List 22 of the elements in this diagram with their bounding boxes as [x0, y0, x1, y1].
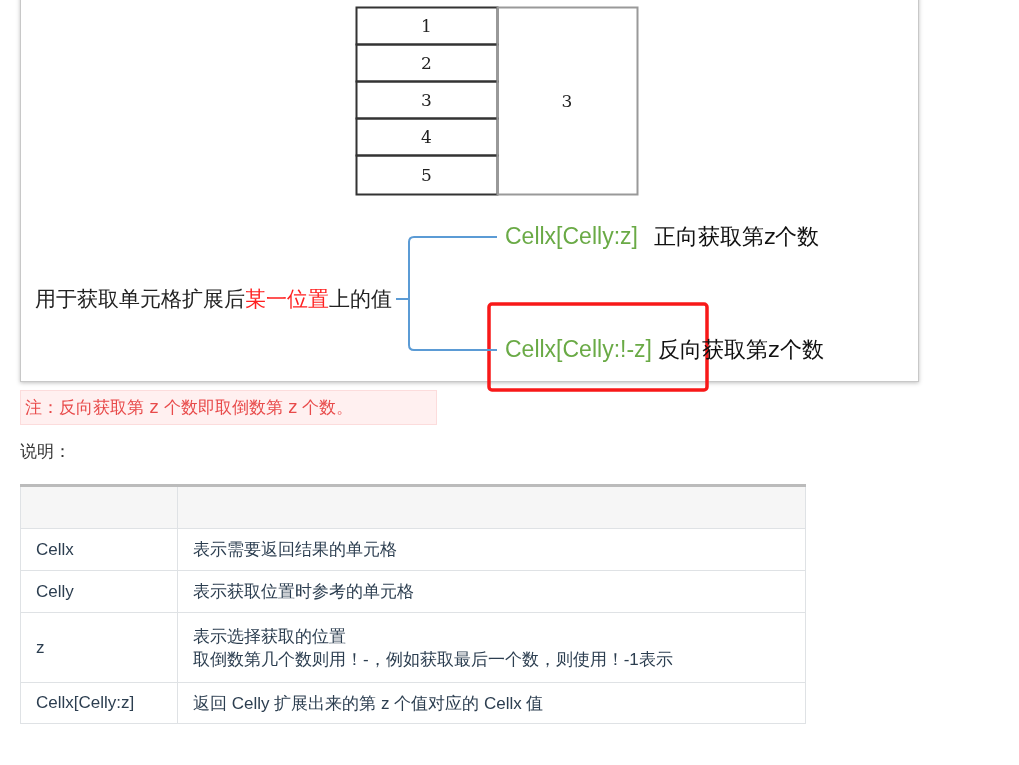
cell-text: 表示需要返回结果的单元格: [193, 539, 398, 561]
cell-text: Celly: [36, 581, 75, 602]
example-cell-value: 5: [420, 163, 433, 186]
cell-text: Cellx: [36, 539, 75, 560]
cell-text: 取倒数第几个数则用！-，例如获取最后一个数，则使用！-1表示: [193, 648, 674, 671]
cell-text: z: [36, 637, 46, 658]
description-text: 正向获取第z个数: [653, 224, 820, 249]
example-cell-value: 4: [420, 125, 433, 148]
note-banner: 注：反向获取第 z 个数即取倒数第 z 个数。: [20, 390, 437, 425]
example-cell-value: 3: [420, 88, 433, 111]
section-heading: 说明：: [20, 440, 71, 463]
example-cell-value: 2: [420, 51, 433, 74]
formula-text: Cellx[Celly:z]: [505, 223, 638, 249]
cell-text: 表示选择获取的位置: [193, 625, 347, 648]
cell-text: Cellx[Celly:z]: [36, 693, 136, 713]
cell-text: 表示获取位置时参考的单元格: [193, 581, 415, 603]
example-cell-value: 1: [420, 14, 433, 37]
bracket-connector: [395, 298, 498, 351]
example-cell-value: 3: [560, 89, 574, 112]
cell-text: 返回 Celly 扩展出来的第 z 个值对应的 Cellx 值: [193, 692, 545, 715]
formula-text: Cellx[Celly:!-z]: [505, 336, 652, 362]
root-topic: 用于获取单元格扩展后某一位置上的值: [35, 285, 392, 313]
